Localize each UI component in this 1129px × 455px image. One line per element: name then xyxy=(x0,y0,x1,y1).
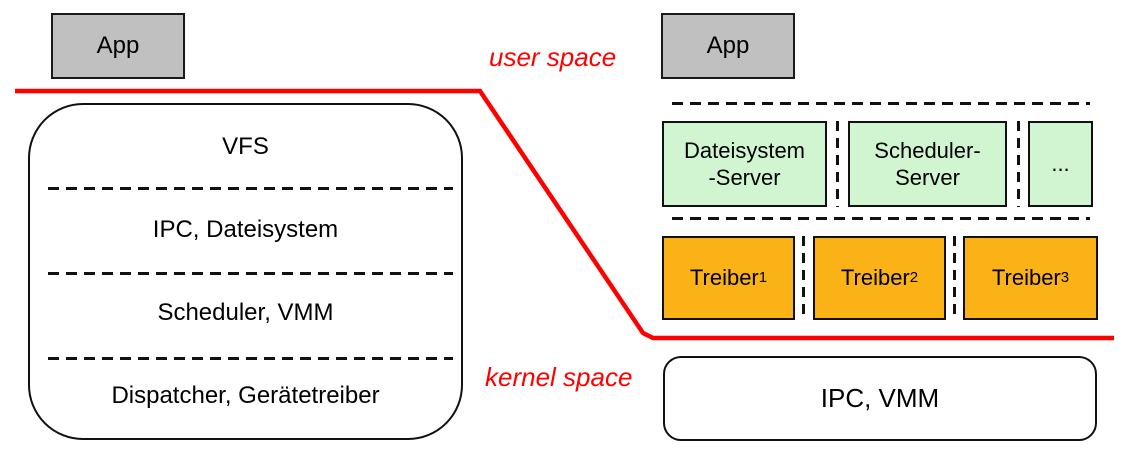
user-space-label: user space xyxy=(489,42,617,72)
driver-label: Treiber xyxy=(840,265,910,290)
layer-vfs: VFS xyxy=(222,132,269,160)
app-box-right: App xyxy=(661,13,795,79)
server-label-line1: Dateisystem xyxy=(683,137,806,163)
microkernel-label: IPC, VMM xyxy=(820,383,940,413)
dashed-separator xyxy=(48,187,453,190)
dashed-separator xyxy=(836,121,839,207)
dashed-separator xyxy=(953,236,956,320)
server-label-line2: Server xyxy=(895,165,960,190)
app-label-left: App xyxy=(96,32,140,59)
driver-label: Treiber xyxy=(991,265,1061,290)
dashed-separator xyxy=(48,272,453,275)
server-label-line1: Scheduler- xyxy=(874,137,981,163)
server-box-ellipsis: ... xyxy=(1028,121,1093,207)
dashed-separator xyxy=(48,357,453,360)
app-label-right: App xyxy=(706,32,750,59)
monolithic-kernel-box: VFS IPC, Dateisystem Scheduler, VMM Disp… xyxy=(28,103,463,440)
driver-label: Treiber xyxy=(689,265,759,290)
server-label-line1: ... xyxy=(1051,151,1070,177)
dashed-separator xyxy=(672,102,1090,105)
microkernel-box: IPC, VMM xyxy=(663,356,1097,441)
layer-ipc-dateisystem: IPC, Dateisystem xyxy=(152,215,339,243)
app-box-left: App xyxy=(51,13,185,79)
dashed-separator xyxy=(672,217,1090,220)
server-label-line2: -Server xyxy=(708,165,781,190)
server-box-dateisystem: Dateisystem -Server xyxy=(662,121,827,207)
layer-scheduler-vmm: Scheduler, VMM xyxy=(157,299,334,327)
kernel-space-label: kernel space xyxy=(485,362,633,392)
layer-dispatcher-geraetetreiber: Dispatcher, Gerätetreiber xyxy=(111,382,380,410)
dashed-separator xyxy=(1017,121,1020,207)
server-box-scheduler: Scheduler- Server xyxy=(848,121,1007,207)
dashed-separator xyxy=(802,236,805,320)
